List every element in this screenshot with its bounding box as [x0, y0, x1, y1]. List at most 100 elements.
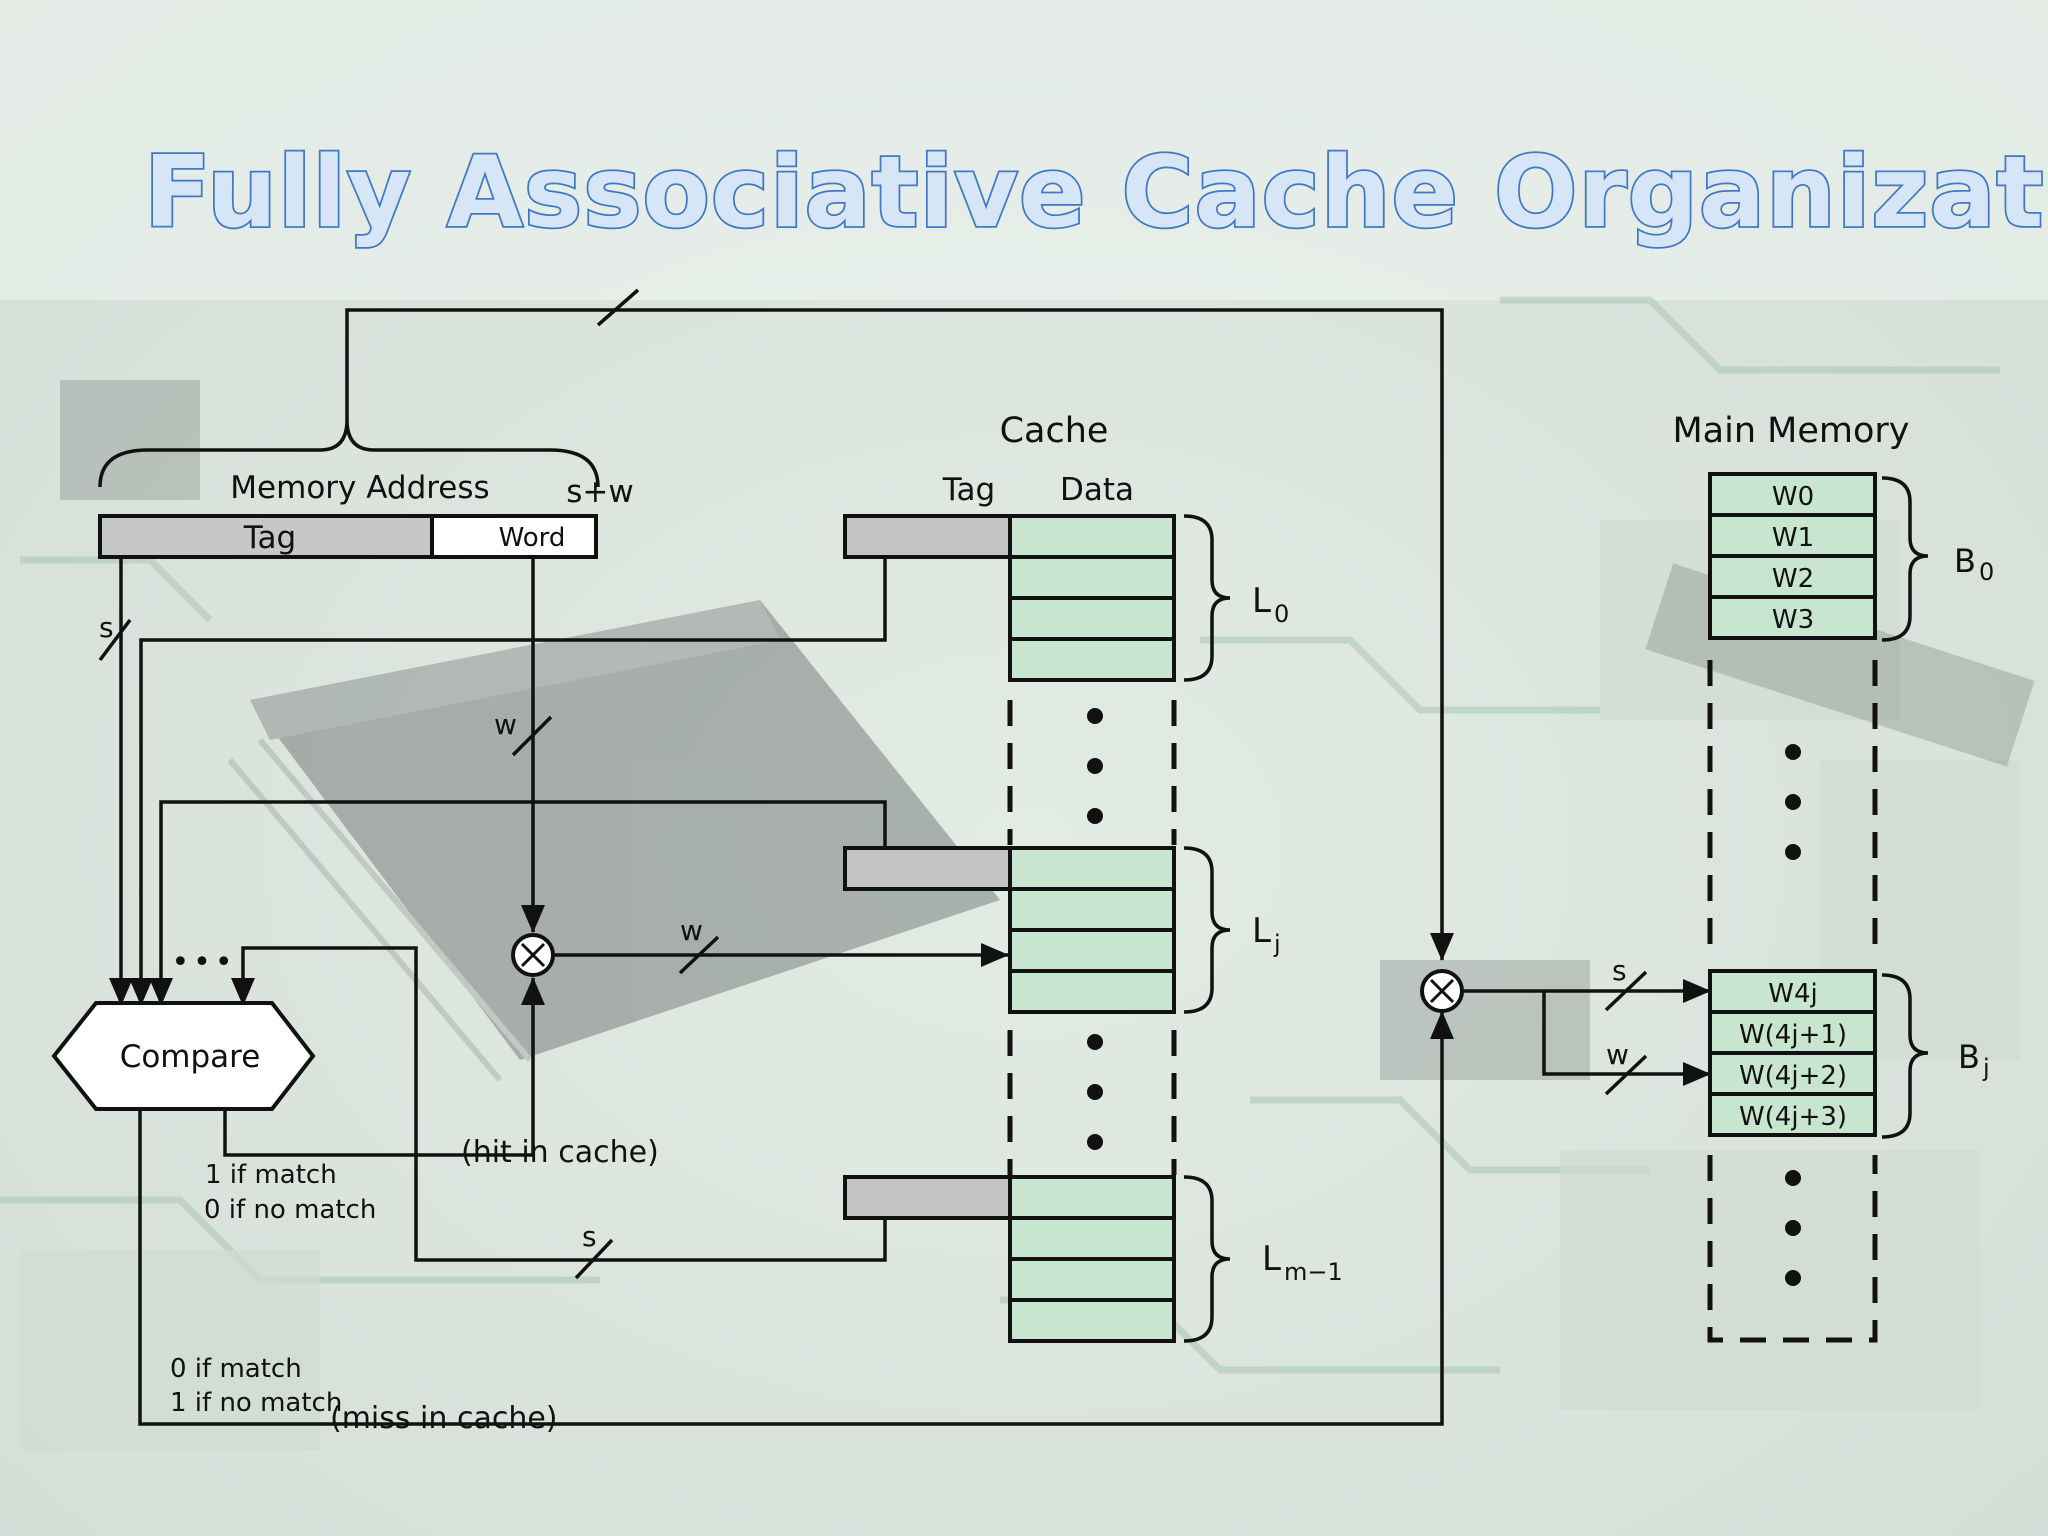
memory-address-label: Memory Address: [230, 470, 489, 506]
curly-brace-icon: [1183, 1175, 1231, 1343]
hit-path: [223, 977, 545, 1157]
bus-slash: [1604, 1054, 1648, 1096]
ellipsis-dot: [1087, 1084, 1103, 1100]
compare-ellipsis: •••: [171, 945, 236, 980]
ellipsis-dot: [1785, 744, 1801, 760]
cache-tag-cell: [843, 514, 1012, 559]
cache-data-cell: [1008, 596, 1176, 641]
s-label: s: [99, 611, 114, 644]
cache-title: Cache: [1000, 411, 1109, 451]
ellipsis-dot: [1785, 1220, 1801, 1236]
cache-data-cell: [1008, 846, 1176, 891]
cache-data-header: Data: [1060, 472, 1134, 508]
bus-slash: [511, 715, 553, 757]
cache-w-label: w: [680, 914, 703, 947]
circle-times-icon-cross: [1429, 978, 1455, 1004]
bus-slash: [98, 618, 132, 662]
curly-brace-icon: [1881, 476, 1929, 642]
ellipsis-dot: [1087, 1134, 1103, 1150]
bus-slash: [574, 1238, 614, 1280]
circle-times-icon-cross: [520, 942, 546, 968]
bus-slash: [678, 935, 720, 975]
memory-word-cell: [1708, 1010, 1877, 1055]
miss-in-cache-label: (miss in cache): [330, 1401, 558, 1436]
address-word-label: Word: [499, 523, 566, 553]
ellipsis-dot: [1785, 844, 1801, 860]
ellipsis-dot: [1785, 794, 1801, 810]
miss-match-text: 0 if match: [170, 1354, 302, 1384]
curly-brace-icon: [1183, 514, 1231, 682]
memory-word-label: W(4j+2): [1739, 1061, 1847, 1091]
memory-dashed-edge: [1707, 1155, 1878, 1343]
address-tag-label: Tag: [243, 520, 296, 556]
slide-title: Fully Associative Cache Organization: [144, 136, 2048, 250]
cache-s-label: s: [582, 1220, 597, 1253]
hit-in-cache-label: (hit in cache): [461, 1135, 659, 1170]
memory-word-label: W(4j+3): [1739, 1102, 1847, 1132]
ellipsis-dot: [1087, 758, 1103, 774]
miss-nomatch-text: 1 if no match: [170, 1388, 342, 1418]
line-j-tag-path: [149, 800, 887, 1006]
memory-word-label: W(4j+1): [1739, 1020, 1847, 1050]
compare-unit: [51, 1001, 316, 1111]
s-plus-w-label: s+w: [566, 474, 633, 510]
memory-word-cell: [1708, 1051, 1877, 1096]
curly-brace-icon: [1881, 973, 1929, 1139]
cache-data-cell: [1008, 887, 1176, 932]
ellipsis-dot: [1785, 1170, 1801, 1186]
hit-match-text: 1 if match: [205, 1160, 337, 1190]
cache-data-cell: [1008, 555, 1176, 600]
hit-nomatch-text: 0 if no match: [204, 1195, 376, 1225]
cache-data-cell: [1008, 514, 1176, 559]
memory-s-label: s: [1612, 954, 1627, 987]
memory-word-label: W2: [1772, 564, 1814, 594]
cache-data-cell: [1008, 928, 1176, 973]
cache-data-cell: [1008, 969, 1176, 1014]
main-memory-title: Main Memory: [1672, 411, 1909, 451]
miss-path: [138, 1011, 1454, 1426]
cache-data-cell: [1008, 1298, 1176, 1343]
ellipsis-dot: [1087, 1034, 1103, 1050]
cache-tag-cell: [843, 1175, 1012, 1220]
cache-data-cell: [1008, 637, 1176, 682]
address-bus: [345, 308, 1454, 961]
bus-slash: [596, 288, 640, 327]
memory-w-path: [1542, 991, 1711, 1086]
memory-word-cell: [1708, 1092, 1877, 1137]
memory-word-cell: [1708, 595, 1877, 640]
cache-data-cell: [1008, 1216, 1176, 1261]
memory-word-label: W1: [1772, 523, 1814, 553]
curly-brace-icon: [98, 419, 600, 488]
line-0-tag-path: [129, 557, 887, 1006]
bus-slash: [1604, 970, 1648, 1012]
cache-data-cell: [1008, 1175, 1176, 1220]
w-label: w: [494, 708, 517, 741]
compare-label: Compare: [120, 1039, 261, 1075]
memory-word-label: W4j: [1768, 979, 1817, 1009]
memory-w-label: w: [1606, 1038, 1629, 1071]
memory-word-label: W3: [1772, 605, 1814, 635]
cache-tag-header: Tag: [942, 472, 995, 508]
memory-word-cell: [1708, 472, 1877, 517]
line-m-tag-path: [231, 946, 887, 1262]
cache-data-cell: [1008, 1257, 1176, 1302]
memory-word-label: W0: [1772, 482, 1814, 512]
ellipsis-dot: [1087, 708, 1103, 724]
curly-brace-icon: [1183, 846, 1231, 1014]
cache-tag-cell: [843, 846, 1012, 891]
address-word-field: [430, 514, 598, 559]
ellipsis-dot: [1087, 808, 1103, 824]
ellipsis-dot: [1785, 1270, 1801, 1286]
